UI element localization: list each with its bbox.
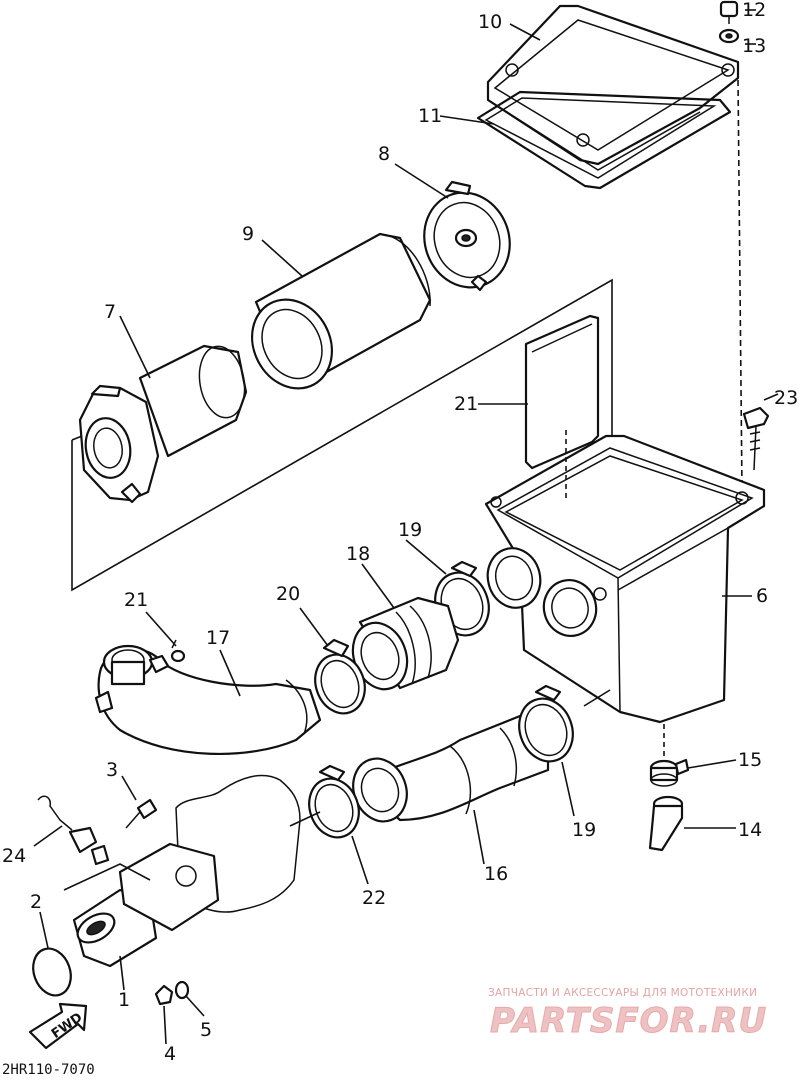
callout-11: 11 bbox=[418, 105, 442, 127]
watermark: ЗАПЧАСТИ И АКСЕССУАРЫ ДЛЯ МОТОТЕХНИКИ PA… bbox=[488, 987, 767, 1042]
callout-23: 22 bbox=[362, 887, 386, 909]
watermark-brand: PARTSFOR.RU bbox=[490, 1001, 767, 1041]
drawing-code: 2HR110-7070 bbox=[2, 1062, 95, 1078]
callout-19-lower: 19 bbox=[572, 819, 596, 841]
callout-labels: 10 12 13 11 8 9 7 21 23 6 19 18 20 21 17… bbox=[2, 0, 798, 1065]
part-17-duct bbox=[94, 644, 322, 756]
callout-7: 7 bbox=[104, 301, 116, 323]
callout-17: 17 bbox=[206, 627, 230, 649]
callout-13: 13 bbox=[742, 35, 766, 57]
part-9-filter-element bbox=[250, 232, 432, 390]
part-6-case bbox=[484, 430, 766, 724]
callout-9: 9 bbox=[242, 223, 254, 245]
callout-4: 4 bbox=[164, 1043, 176, 1065]
callout-10: 10 bbox=[478, 11, 502, 33]
part-19-clamp-lower bbox=[518, 684, 574, 763]
part-2-o-ring bbox=[32, 947, 72, 997]
part-8-end-cap bbox=[423, 180, 511, 292]
callout-21: 21 bbox=[454, 393, 478, 415]
part-15-drain-plug bbox=[649, 758, 690, 787]
part-10-cover bbox=[486, 4, 740, 171]
part-1-joint bbox=[72, 842, 220, 968]
leader-lines bbox=[33, 9, 779, 1045]
callout-2: 2 bbox=[30, 891, 42, 913]
part-24-bolt bbox=[742, 406, 770, 471]
callout-14: 14 bbox=[738, 819, 762, 841]
callout-24: 23 bbox=[774, 387, 798, 409]
engine-outline bbox=[175, 774, 301, 913]
part-4-nut bbox=[154, 984, 174, 1006]
part-12-screw bbox=[719, 0, 739, 24]
part-3-screw bbox=[125, 798, 158, 829]
part-14-drain-hose bbox=[648, 795, 684, 852]
part-11-gasket bbox=[476, 90, 732, 190]
forward-arrow bbox=[28, 1002, 88, 1050]
part-13-washer bbox=[718, 28, 740, 44]
part-21-plate bbox=[524, 314, 600, 470]
callout-16: 16 bbox=[484, 863, 508, 885]
callout-12: 12 bbox=[742, 0, 766, 21]
part-23-clamp bbox=[308, 764, 360, 839]
callout-6: 6 bbox=[756, 585, 768, 607]
callout-20: 20 bbox=[276, 583, 300, 605]
callout-18: 18 bbox=[346, 543, 370, 565]
part-5-washer bbox=[174, 980, 190, 1000]
callout-5: 5 bbox=[200, 1019, 212, 1041]
callout-19-upper: 19 bbox=[398, 519, 422, 541]
screw-axis-line bbox=[737, 79, 743, 491]
callout-25: 24 bbox=[2, 845, 26, 867]
callout-3: 3 bbox=[106, 759, 118, 781]
part-20-clamp bbox=[314, 638, 366, 715]
callout-1: 1 bbox=[118, 989, 130, 1011]
part-25-breather-hose bbox=[37, 795, 110, 866]
callout-15: 15 bbox=[738, 749, 762, 771]
watermark-tagline: ЗАПЧАСТИ И АКСЕССУАРЫ ДЛЯ МОТОТЕХНИКИ bbox=[488, 987, 757, 999]
callout-22: 21 bbox=[124, 589, 148, 611]
part-16-joint bbox=[352, 714, 550, 823]
callout-8: 8 bbox=[378, 143, 390, 165]
part-7-filter-guide bbox=[78, 344, 248, 504]
part-18-joint bbox=[351, 596, 460, 691]
